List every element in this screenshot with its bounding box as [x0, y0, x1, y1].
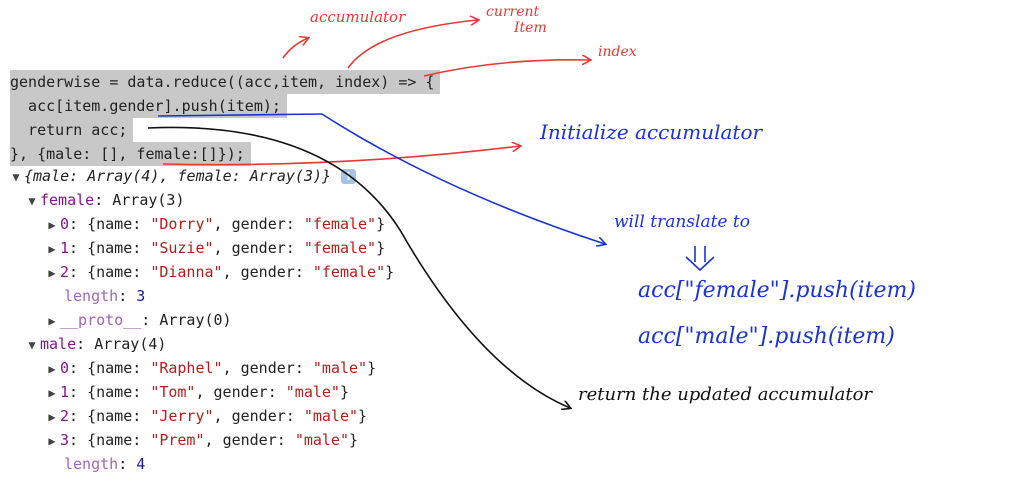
expand-triangle-icon[interactable]: ▼: [28, 194, 36, 208]
code-line-2: acc[item.gender].push(item);: [10, 94, 287, 118]
value-male: Array(4): [94, 335, 167, 353]
list-item-male-2[interactable]: ▶2: {name: "Jerry", gender: "male"}: [0, 404, 394, 428]
console-output: ▼{male: Array(4), female: Array(3)}i ▼fe…: [0, 164, 394, 476]
collapse-triangle-icon[interactable]: ▶: [48, 242, 56, 256]
summary-text: {male: Array(4), female: Array(3)}: [24, 167, 332, 185]
collapse-triangle-icon[interactable]: ▶: [48, 386, 56, 400]
collapse-triangle-icon[interactable]: ▶: [48, 434, 56, 448]
collapse-triangle-icon[interactable]: ▶: [48, 362, 56, 376]
annotation-accumulator: accumulator: [310, 8, 406, 26]
value-female: Array(3): [112, 191, 185, 209]
list-item-male-3[interactable]: ▶3: {name: "Prem", gender: "male"}: [0, 428, 394, 452]
list-item-female-1[interactable]: ▶1: {name: "Suzie", gender: "female"}: [0, 236, 394, 260]
arrow-index: [423, 60, 590, 77]
code-snippet: genderwise = data.reduce((acc,item, inde…: [10, 70, 441, 166]
expand-triangle-icon[interactable]: ▼: [12, 170, 20, 184]
annotation-return: return the updated accumulator: [578, 384, 873, 405]
underline-push: [157, 113, 323, 117]
list-item-male-0[interactable]: ▶0: {name: "Raphel", gender: "male"}: [0, 356, 394, 380]
arrow-current-item: [347, 20, 478, 69]
code-line-4: }, {male: [], female:[]});: [10, 142, 251, 166]
male-length-row: length: 4: [64, 455, 146, 473]
console-summary-row[interactable]: ▼{male: Array(4), female: Array(3)}i: [0, 164, 394, 188]
list-item-female-2[interactable]: ▶2: {name: "Dianna", gender: "female"}: [0, 260, 394, 284]
annotation-item: Item: [514, 20, 547, 36]
list-item-female-0[interactable]: ▶0: {name: "Dorry", gender: "female"}: [0, 212, 394, 236]
female-length-row: length: 3: [64, 287, 146, 305]
tree-row-male[interactable]: ▼male: Array(4): [0, 332, 394, 356]
arrow-translate: [321, 113, 605, 244]
collapse-triangle-icon[interactable]: ▶: [48, 314, 56, 328]
code-line-3: return acc;: [10, 118, 134, 142]
proto-row[interactable]: ▶__proto__: Array(0): [0, 308, 394, 332]
key-female: female: [40, 191, 95, 209]
arrow-accumulator: [282, 38, 308, 59]
annotation-male-push: acc["male"].push(item): [638, 324, 895, 349]
collapse-triangle-icon[interactable]: ▶: [48, 410, 56, 424]
arrow-initialize: [162, 146, 520, 166]
annotation-female-push: acc["female"].push(item): [638, 278, 916, 303]
list-item-male-1[interactable]: ▶1: {name: "Tom", gender: "male"}: [0, 380, 394, 404]
arrow-return: [147, 126, 570, 408]
annotation-current: current: [486, 4, 540, 20]
down-double-arrow-icon: [685, 246, 715, 272]
collapse-triangle-icon[interactable]: ▶: [48, 218, 56, 232]
expand-triangle-icon[interactable]: ▼: [28, 338, 36, 352]
collapse-triangle-icon[interactable]: ▶: [48, 266, 56, 280]
annotation-initialize: Initialize accumulator: [540, 120, 763, 144]
code-line-1: genderwise = data.reduce((acc,item, inde…: [10, 70, 441, 94]
annotation-will-translate: will translate to: [614, 212, 750, 232]
annotation-index: index: [598, 44, 637, 60]
tree-row-female[interactable]: ▼female: Array(3): [0, 188, 394, 212]
key-male: male: [40, 335, 77, 353]
